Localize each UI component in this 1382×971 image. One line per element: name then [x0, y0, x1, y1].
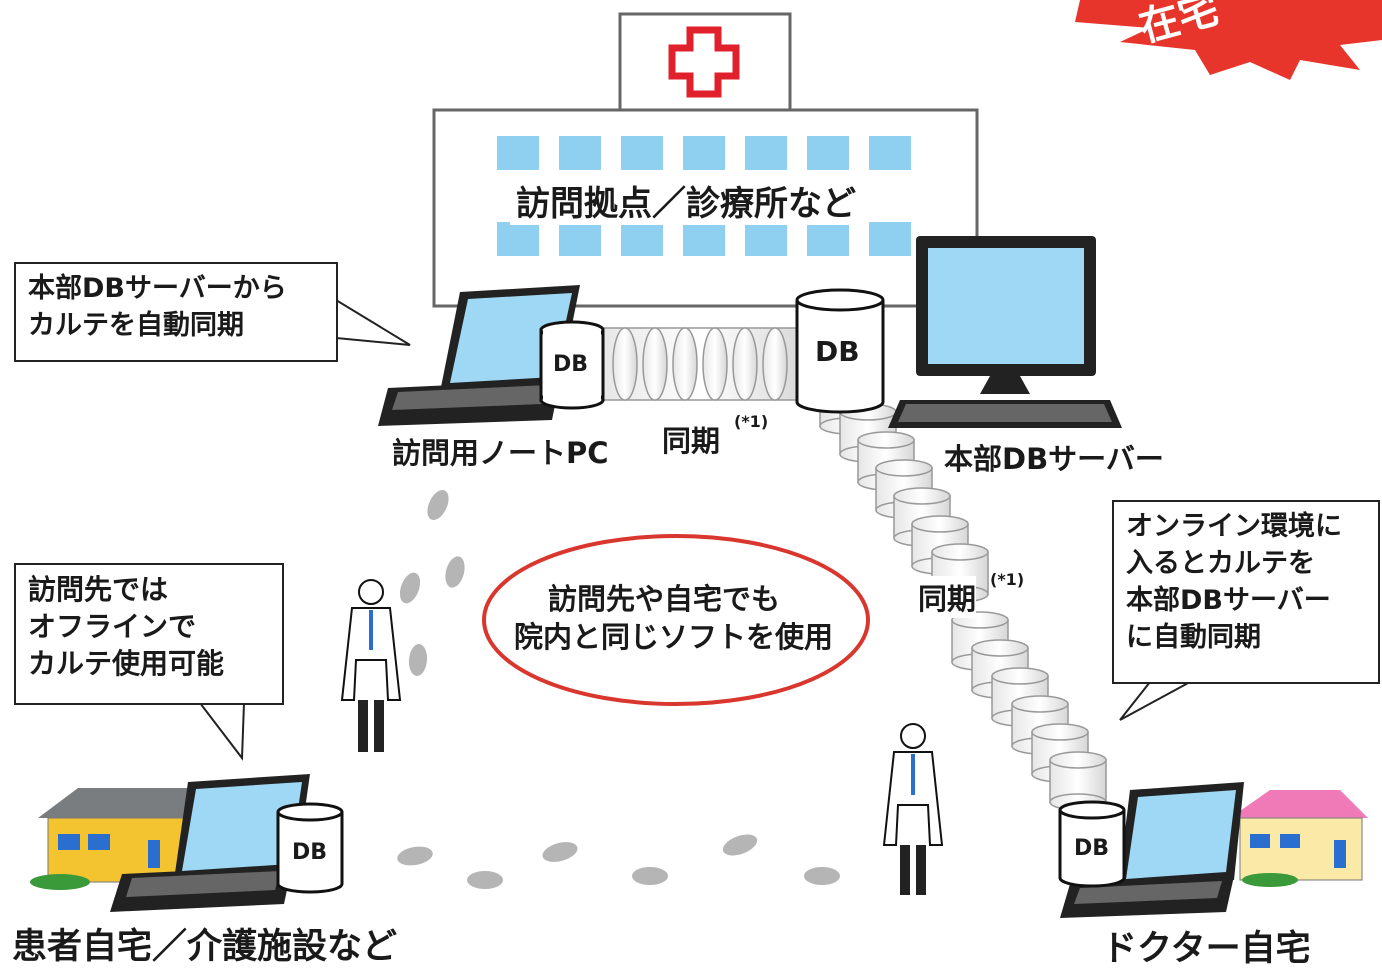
patient-house-icon: [30, 788, 198, 890]
server-monitor-icon: [888, 236, 1122, 428]
sync-tube-horizontal: [597, 327, 809, 401]
callout-mid-left: 訪問先では オフラインで カルテ使用可能: [14, 563, 284, 705]
callout-mid-left-line-3: カルテ使用可能: [28, 647, 225, 680]
callout-top-left-line-1: 本部DBサーバーから: [28, 273, 287, 304]
callout-top-left: 本部DBサーバーから カルテを自動同期: [14, 262, 338, 362]
callout-tail-right: [1119, 681, 1191, 721]
center-note-line-1: 訪問先や自宅でも: [548, 582, 781, 616]
db-label-doctor: DB: [1074, 836, 1110, 861]
building-label: 訪問拠点／診療所など: [510, 176, 862, 225]
db-cylinder-server-icon: [795, 288, 885, 414]
sync-label-2: 同期: [918, 576, 977, 618]
hospital-building: [432, 12, 979, 308]
callout-mid-left-line-1: 訪問先では: [28, 573, 169, 606]
corner-badge-icon: [1075, 0, 1382, 80]
callout-right-line-3: 本部DBサーバー: [1126, 585, 1331, 616]
center-highlight-ellipse: [482, 534, 870, 706]
callout-right-line-2: 入るとカルテを: [1126, 548, 1315, 579]
callout-right: オンライン環境に 入るとカルテを 本部DBサーバー に自動同期: [1112, 500, 1380, 684]
doctor-right-icon: [882, 723, 944, 895]
sync-note-2: (*1): [990, 570, 1025, 589]
center-note-line-2: 院内と同じソフトを使用: [514, 620, 834, 654]
laptop-visit-icon: [378, 285, 580, 426]
sync-note-1: (*1): [734, 412, 769, 431]
sync-label-1: 同期: [662, 424, 721, 458]
building-windows: [497, 136, 911, 256]
db-cylinder-patient-icon: [276, 802, 344, 894]
callout-tail-top-left: [335, 298, 411, 346]
db-cylinder-doctor-icon: [1058, 800, 1126, 888]
server-label: 本部DBサーバー: [944, 442, 1164, 476]
laptop-pc-label: 訪問用ノートPC: [392, 436, 609, 470]
laptop-patient-icon: [110, 774, 310, 912]
callout-tail-mid-left: [197, 702, 246, 761]
db-label-patient: DB: [292, 840, 328, 865]
callout-right-line-1: オンライン環境に: [1126, 511, 1342, 542]
laptop-doctor-icon: [1060, 782, 1244, 918]
doctor-home-label: ドクター自宅: [1102, 929, 1311, 969]
db-label-laptop: DB: [553, 352, 589, 377]
red-cross-icon: [668, 26, 740, 98]
db-label-server: DB: [815, 335, 860, 368]
doctor-house-icon: [1230, 790, 1368, 887]
callout-right-line-4: に自動同期: [1126, 622, 1261, 653]
doctor-left-icon: [340, 579, 402, 752]
callout-top-left-line-2: カルテを自動同期: [28, 310, 244, 341]
patient-home-label: 患者自宅／介護施設など: [12, 927, 398, 967]
footprints-icon: [397, 490, 840, 889]
db-cylinder-laptop-icon: [539, 320, 605, 410]
callout-mid-left-line-2: オフラインで: [28, 610, 197, 643]
